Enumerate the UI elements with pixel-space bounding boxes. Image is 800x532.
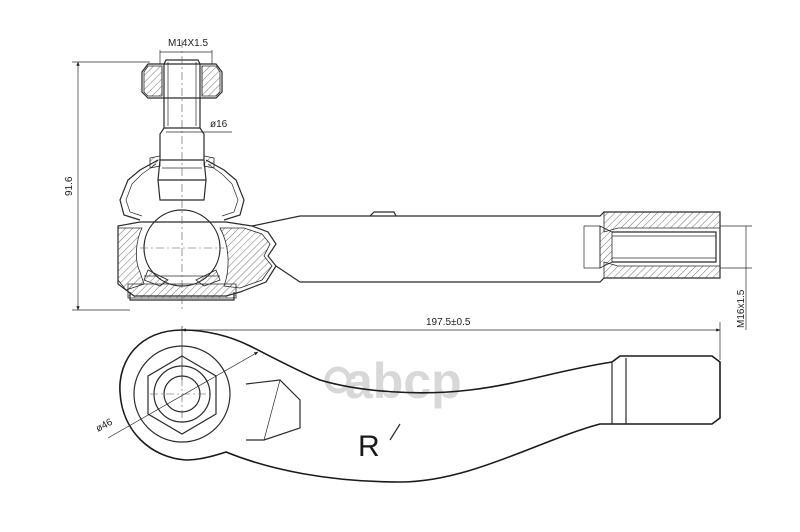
dim-length: 197.5±0.5	[181, 317, 721, 380]
watermark-text: abcp	[345, 353, 462, 409]
boss-circle	[133, 345, 231, 443]
body-outline	[119, 329, 721, 483]
plan-view: 197.5±0.5 ø46 R	[94, 317, 721, 483]
facet-edge	[263, 379, 281, 441]
dim-end-thread: M16x1.5	[720, 225, 752, 330]
label-length: 197.5±0.5	[426, 317, 471, 328]
label-ball-diameter: ø46	[94, 417, 115, 435]
label-height: 91.6	[64, 176, 75, 196]
watermark-logo: abcp	[324, 353, 462, 409]
top-nut	[141, 63, 223, 99]
dim-ball: ø46	[94, 351, 259, 439]
side-marker: R	[358, 423, 401, 463]
dim-shank: ø16	[166, 119, 232, 133]
dim-top-thread: M14X1.5	[159, 38, 213, 64]
housing	[117, 221, 277, 301]
facet	[245, 379, 301, 441]
side-marker-letter: R	[358, 430, 380, 463]
label-thread-top: M14X1.5	[168, 38, 208, 49]
dust-boot	[119, 155, 245, 221]
section-view: M14X1.5 ø16 91.6 M16x1.5	[64, 38, 752, 330]
label-shank-diameter: ø16	[210, 119, 228, 130]
dim-height: 91.6	[64, 61, 150, 311]
rod-arm	[251, 211, 721, 283]
ball-joint	[140, 40, 224, 310]
label-end-thread: M16x1.5	[736, 289, 747, 328]
